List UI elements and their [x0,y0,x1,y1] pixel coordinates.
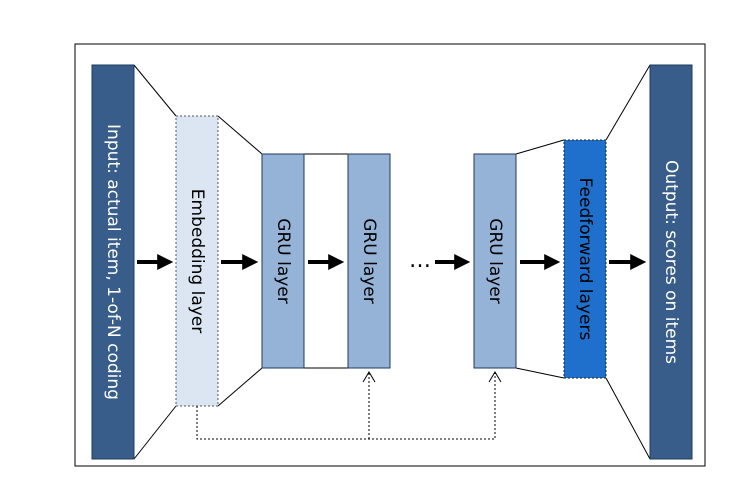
feedforward-layer: Feedforward layers [563,139,607,379]
gru-layer-3: GRU layer [473,153,517,369]
embedding-layer: Embedding layer [175,115,219,407]
gru-layer-2-label: GRU layer [359,218,379,303]
input-layer-label: Input: actual item, 1-of-N coding [103,124,123,400]
gru-layer-2: GRU layer [347,153,391,369]
connector-lines [133,64,651,460]
gru-layer-1-label: GRU layer [273,218,293,303]
ellipsis: … [409,248,431,273]
output-layer-label: Output: scores on items [661,160,681,364]
input-layer: Input: actual item, 1-of-N coding [91,64,135,460]
embedding-skip-connections [196,371,502,440]
output-layer: Output: scores on items [649,64,693,460]
embedding-layer-label: Embedding layer [187,189,207,333]
gru-layer-1: GRU layer [261,153,305,369]
feedforward-layer-label: Feedforward layers [575,178,595,341]
gru-layer-3-label: GRU layer [485,218,505,303]
